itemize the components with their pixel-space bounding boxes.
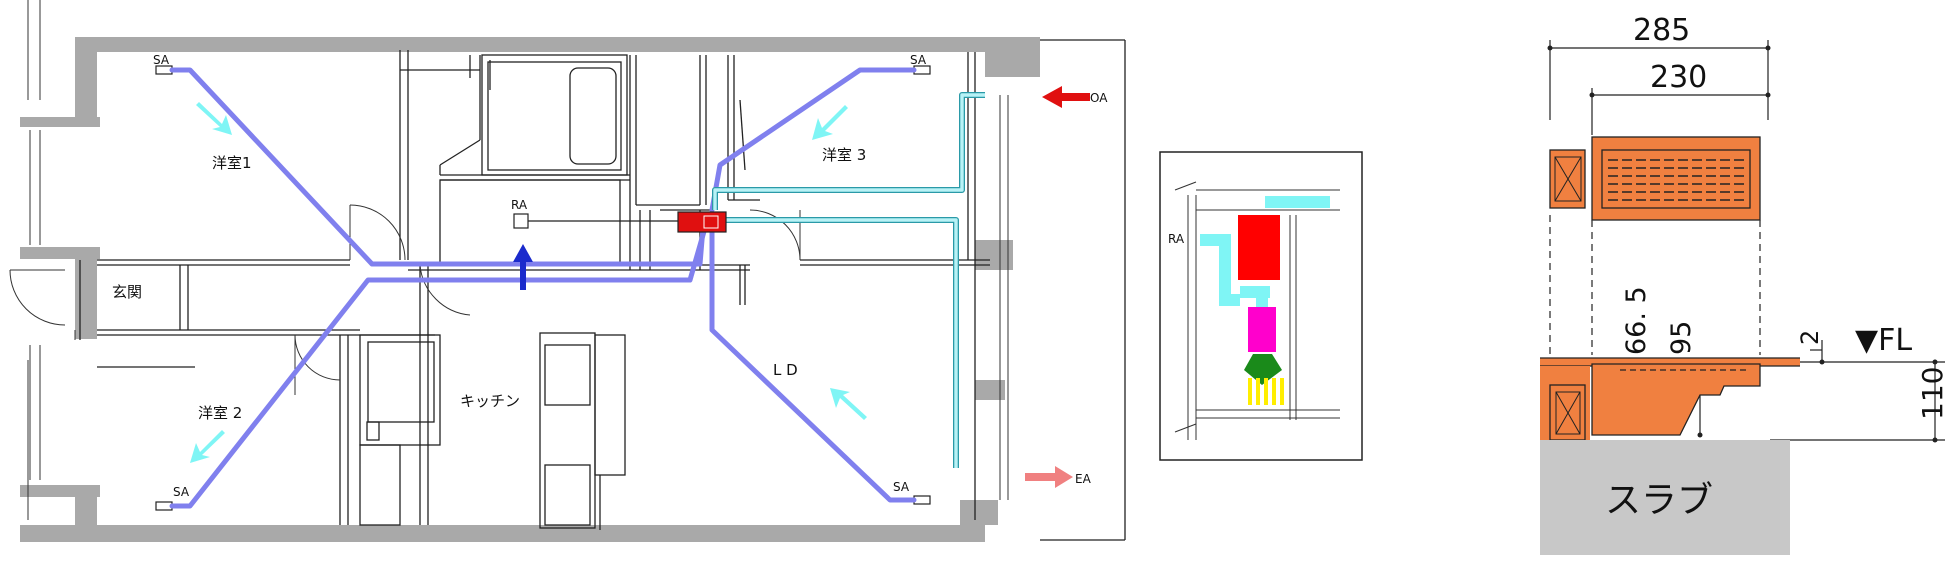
section-grille-plan <box>1591 136 1761 221</box>
sa-label-3: SA <box>910 53 927 67</box>
section-detail: 285 230 66. 5 95 <box>1540 13 1949 555</box>
slab <box>1540 440 1790 555</box>
room-label-bedroom2: 洋室 2 <box>198 404 242 422</box>
flow-arrow-bedroom2 <box>190 430 225 463</box>
supply-duct-bedroom2 <box>169 225 708 509</box>
supply-duct-bedroom1 <box>169 67 706 267</box>
slab-label: スラブ <box>1605 480 1713 521</box>
flow-arrow-bedroom1 <box>196 102 232 135</box>
room-label-bedroom3: 洋室 3 <box>822 146 866 164</box>
heat-exchange-unit <box>677 211 727 233</box>
room-label-entrance: 玄関 <box>112 283 142 301</box>
sa-label-2: SA <box>173 485 190 499</box>
ra-arrow <box>513 244 533 290</box>
oa-arrow <box>1042 86 1090 108</box>
detail-ra-label: RA <box>1168 232 1185 246</box>
unit-detail: RA <box>1159 151 1363 461</box>
oa-label: OA <box>1090 91 1108 105</box>
dim-height: 110 <box>1916 367 1949 420</box>
sa-label-1: SA <box>153 53 170 67</box>
room-label-kitchen: キッチン <box>460 392 520 410</box>
flow-arrow-bedroom3 <box>812 105 848 140</box>
flow-arrow-ld <box>830 388 867 420</box>
ea-label: EA <box>1075 472 1092 486</box>
supply-duct-ld <box>709 225 917 503</box>
detail-fan <box>1248 307 1276 352</box>
detail-grille <box>1244 354 1282 385</box>
ea-duct <box>722 217 959 468</box>
ra-label: RA <box>511 198 528 212</box>
dim-gap: 2 <box>1796 330 1824 345</box>
detail-outlet <box>1248 378 1284 405</box>
dim-h2: 95 <box>1666 321 1697 355</box>
sa-label-ld: SA <box>893 480 910 494</box>
fl-label: ▼FL <box>1855 323 1912 358</box>
ea-arrow <box>1025 466 1073 488</box>
room-label-living: L D <box>773 361 798 379</box>
dim-h1: 66. 5 <box>1621 286 1652 355</box>
dim-outer-width: 285 <box>1633 13 1690 48</box>
detail-unit <box>1238 215 1280 280</box>
dim-inner-width: 230 <box>1650 60 1707 95</box>
section-grille <box>1591 363 1761 436</box>
floor-plan: 洋室1 洋室 2 洋室 3 玄関 キッチン L D SA SA SA SA RA… <box>9 0 1126 542</box>
ra-grille <box>513 213 529 229</box>
room-label-bedroom1: 洋室1 <box>212 154 252 172</box>
